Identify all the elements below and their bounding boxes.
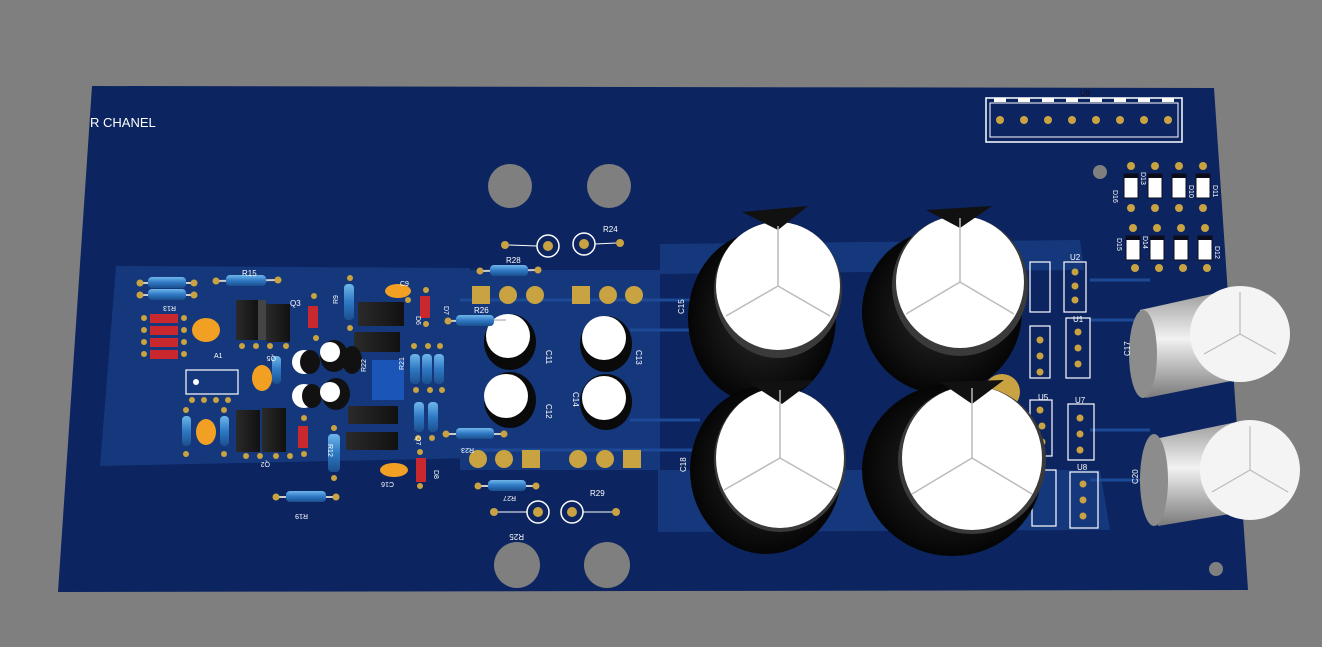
label-c14: C14 (571, 392, 580, 407)
label-c11: C11 (544, 350, 553, 365)
label-c13: C13 (634, 350, 643, 365)
label-r26: R26 (474, 306, 489, 315)
to220-transistors (236, 300, 404, 452)
label-d7: D7 (442, 306, 449, 315)
ic-a1 (185, 369, 239, 403)
capacitor-c-top-right (862, 206, 1028, 394)
label-r19: R19 (295, 512, 308, 519)
label-r23: R23 (461, 446, 474, 453)
diode-array (1123, 162, 1213, 272)
label-c18: C18 (679, 457, 688, 472)
label-u8: U8 (1077, 463, 1088, 472)
label-d8: D8 (432, 470, 439, 479)
label-d15: D15 (1115, 238, 1122, 251)
label-r12: R12 (326, 444, 333, 457)
label-c15: C15 (677, 299, 686, 314)
label-q7: Q7 (414, 436, 421, 445)
capacitor-c13 (580, 316, 632, 372)
label-d14: D14 (1141, 236, 1148, 249)
resistor-r25-pads (490, 500, 620, 524)
red-resistor-bank (141, 296, 430, 482)
label-r25: R25 (509, 532, 524, 541)
capacitor-c17 (1129, 286, 1290, 398)
label-c9: C9 (400, 281, 409, 288)
label-c16: C16 (381, 480, 394, 487)
capacitor-c14 (580, 374, 632, 430)
label-r15: R15 (242, 269, 257, 278)
board-title: R CHANEL (90, 115, 156, 130)
capacitor-c-bottom-right (862, 380, 1046, 556)
label-d12: D12 (1213, 246, 1220, 259)
capacitor-c18 (690, 380, 846, 554)
label-a1: A1 (214, 353, 223, 360)
terminal-block-u9 (985, 97, 1183, 143)
label-r24: R24 (603, 225, 618, 234)
label-q5: Q5 (267, 354, 276, 361)
label-r22: R22 (361, 359, 368, 372)
label-c12: C12 (544, 404, 553, 419)
label-q3: Q3 (290, 299, 301, 308)
capacitor-c11 (484, 314, 536, 370)
axial-resistors (136, 265, 542, 502)
label-r21: R21 (399, 357, 406, 370)
label-r13: R13 (163, 304, 176, 311)
label-d13: D13 (1139, 172, 1146, 185)
capacitor-c12 (484, 372, 536, 428)
label-r29: R29 (590, 489, 605, 498)
capacitor-c15 (688, 206, 842, 404)
label-u7: U7 (1075, 396, 1086, 405)
label-u2: U2 (1070, 253, 1081, 262)
capacitor-c20 (1140, 420, 1300, 526)
label-q2: Q2 (261, 460, 270, 467)
label-u1: U1 (1073, 315, 1084, 324)
label-r9: R9 (333, 295, 340, 304)
label-r28: R28 (506, 256, 521, 265)
mounting-holes (488, 164, 1223, 588)
label-d16: D16 (1111, 190, 1118, 203)
label-d6: D6 (414, 316, 421, 325)
power-pads (469, 286, 643, 468)
small-pads (183, 275, 445, 489)
resistor-r24-pads (501, 232, 624, 258)
small-electrolytics (292, 340, 362, 410)
regulator-pads (1036, 268, 1087, 520)
label-c17: C17 (1123, 341, 1132, 356)
label-d11: D11 (1211, 185, 1218, 197)
label-u5: U5 (1038, 393, 1049, 402)
label-d10: D10 (1187, 185, 1194, 198)
label-r27: R27 (503, 494, 516, 501)
label-u9: U9 (1080, 89, 1091, 98)
label-c20: C20 (1131, 469, 1140, 484)
ceramic-caps (192, 284, 411, 477)
